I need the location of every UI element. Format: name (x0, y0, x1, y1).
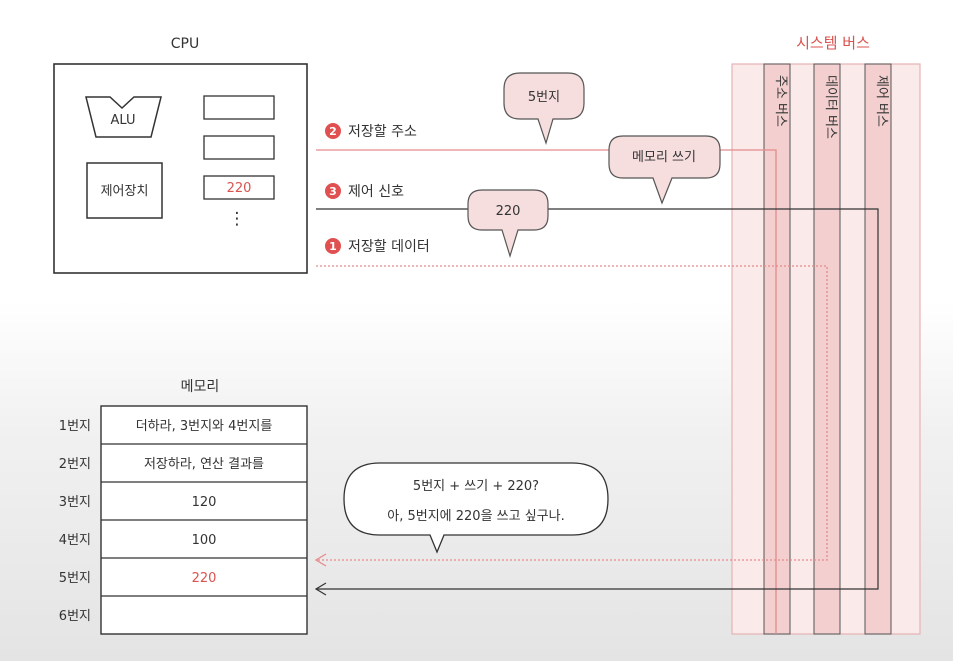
signal-labels: 2 저장할 주소 3 제어 신호 1 저장할 데이터 (325, 123, 430, 255)
alu-shape (85, 96, 162, 138)
control-line (316, 208, 879, 590)
memory-address: 5번지 (59, 571, 91, 586)
memory-address: 1번지 (59, 419, 91, 434)
control-bus-label: 제어 버스 (874, 75, 889, 127)
address-signal-label: 저장할 주소 (348, 124, 417, 140)
bubble-control: 메모리 쓰기 (608, 135, 721, 205)
thought-line-1: 5번지 + 쓰기 + 220? (413, 479, 539, 494)
memory-address: 3번지 (59, 495, 91, 510)
bubble-data-shape (467, 189, 549, 259)
memory-cell: 저장하라, 연산 결과를 (144, 457, 264, 472)
bubble-data: 220 (467, 189, 549, 259)
address-bus (763, 63, 791, 635)
system-bus-title: 시스템 버스 (796, 34, 870, 52)
data-line (316, 265, 828, 561)
thought-line-2: 아, 5번지에 220을 쓰고 싶구나. (387, 509, 564, 524)
bubble-control-shape (608, 135, 721, 205)
control-unit-label: 제어장치 (101, 184, 149, 199)
alu-label: ALU (110, 113, 135, 128)
memory-cell: 120 (192, 495, 217, 510)
data-arrowhead (314, 553, 327, 567)
cpu: CPU ALU 제어장치 220 ⋮ (53, 36, 308, 274)
badge-data-number: 1 (329, 240, 337, 253)
memory-title: 메모리 (181, 379, 220, 395)
badge-address-number: 2 (329, 125, 337, 138)
signal-lines (314, 149, 879, 634)
thought-bubble-shape (343, 462, 609, 554)
system-bus: 시스템 버스 주소 버스 데이터 버스 제어 버스 (731, 34, 921, 635)
register-1 (203, 95, 275, 120)
memory-cell: 더하라, 3번지와 4번지를 (136, 419, 273, 434)
bubble-address-shape (503, 72, 585, 146)
badge-control-number: 3 (329, 185, 337, 198)
control-unit (86, 162, 163, 219)
data-signal-label: 저장할 데이터 (348, 239, 430, 255)
data-bus-label: 데이터 버스 (823, 75, 838, 139)
control-signal-label: 제어 신호 (348, 184, 404, 200)
memory-address: 6번지 (59, 609, 91, 624)
memory: 메모리 1번지 더하라, 3번지와 4번지를 2번지 저장하라, 연산 결과를 … (59, 379, 308, 635)
memory-cell: 220 (192, 571, 217, 586)
memory-cell: 100 (192, 533, 217, 548)
memory-address: 2번지 (59, 457, 91, 472)
register-value: 220 (227, 181, 252, 196)
cpu-title: CPU (171, 36, 199, 52)
badge-data (325, 238, 341, 254)
badge-control (325, 183, 341, 199)
register-3 (203, 175, 275, 200)
thought-bubble: 5번지 + 쓰기 + 220? 아, 5번지에 220을 쓰고 싶구나. (343, 462, 609, 554)
memory-address: 4번지 (59, 533, 91, 548)
badge-address (325, 123, 341, 139)
address-line (316, 149, 777, 634)
bubble-address: 5번지 (503, 72, 585, 146)
register-2 (203, 135, 275, 160)
address-bus-label: 주소 버스 (773, 75, 788, 127)
bubble-control-text: 메모리 쓰기 (632, 150, 696, 165)
more-registers: ⋮ (229, 209, 246, 229)
bubble-address-text: 5번지 (528, 90, 560, 105)
control-arrowhead (314, 582, 327, 596)
bubble-data-text: 220 (496, 204, 521, 219)
